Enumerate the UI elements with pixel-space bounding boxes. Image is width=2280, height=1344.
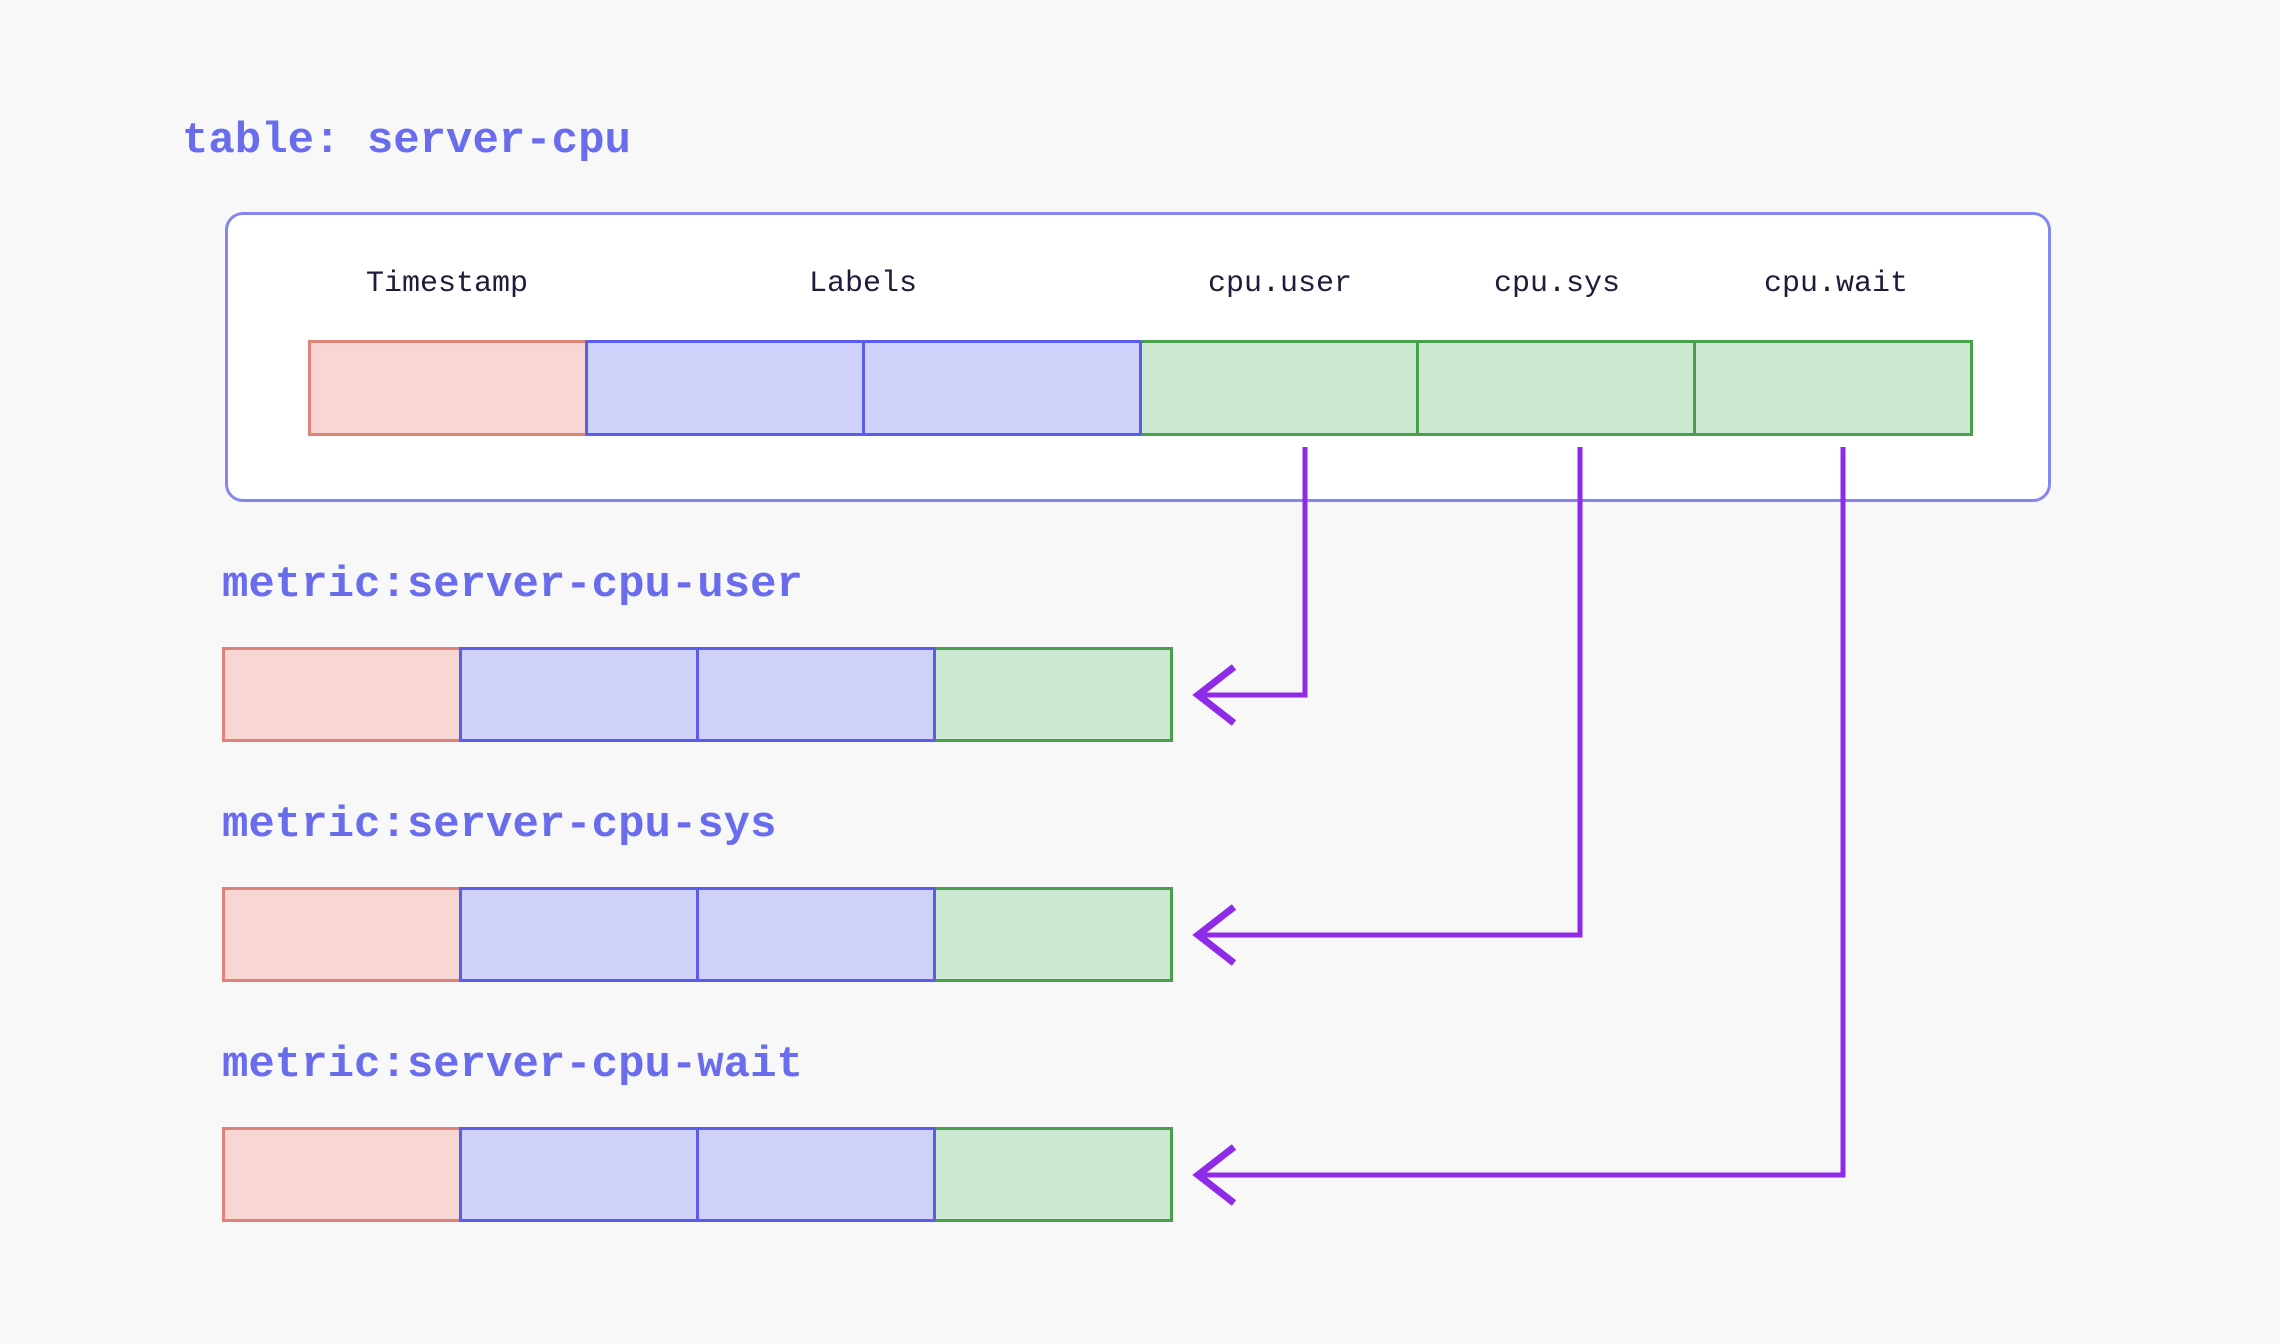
metric-row-cpu-user xyxy=(222,647,1173,742)
timestamp-cell xyxy=(308,340,588,436)
labels-cell xyxy=(459,1127,699,1222)
column-header-timestamp: Timestamp xyxy=(365,267,529,301)
value-cell xyxy=(1416,340,1696,436)
labels-cell xyxy=(459,647,699,742)
column-header-labels: Labels xyxy=(808,267,918,301)
labels-cell xyxy=(696,647,936,742)
metric-label-cpu-wait: metric:server-cpu-wait xyxy=(222,1040,803,1090)
labels-cell xyxy=(862,340,1142,436)
value-cell xyxy=(1139,340,1419,436)
labels-cell xyxy=(585,340,865,436)
column-header-cpu-sys: cpu.sys xyxy=(1493,267,1621,301)
column-header-cpu-wait: cpu.wait xyxy=(1763,267,1909,301)
timestamp-cell xyxy=(222,1127,462,1222)
table-title: table: server-cpu xyxy=(182,116,631,166)
value-cell xyxy=(1693,340,1973,436)
connector-arrow-cpu-wait xyxy=(1192,447,1846,1206)
metric-label-cpu-sys: metric:server-cpu-sys xyxy=(222,800,777,850)
value-cell xyxy=(933,887,1173,982)
value-cell xyxy=(933,1127,1173,1222)
value-cell xyxy=(933,647,1173,742)
metric-row-cpu-sys xyxy=(222,887,1173,982)
metric-row-cpu-wait xyxy=(222,1127,1173,1222)
connector-arrow-cpu-sys xyxy=(1192,447,1583,966)
labels-cell xyxy=(696,1127,936,1222)
labels-cell xyxy=(696,887,936,982)
timestamp-cell xyxy=(222,887,462,982)
timestamp-cell xyxy=(222,647,462,742)
metric-label-cpu-user: metric:server-cpu-user xyxy=(222,560,803,610)
column-header-cpu-user: cpu.user xyxy=(1207,267,1353,301)
table-panel: Timestamp Labels cpu.user cpu.sys cpu.wa… xyxy=(225,212,2051,502)
table-row xyxy=(308,340,1973,436)
labels-cell xyxy=(459,887,699,982)
